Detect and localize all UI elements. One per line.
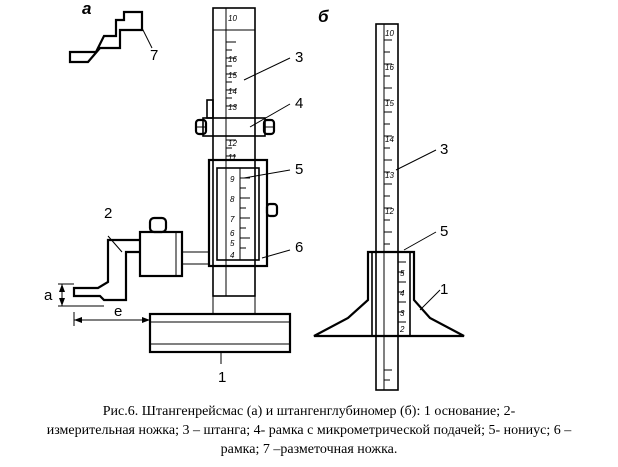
rod-a-mark-12: 12 (228, 139, 237, 148)
vernier-b-5: 5 (400, 269, 405, 278)
callout-b-5: 5 (440, 223, 448, 240)
depth-gauge-base (313, 250, 465, 338)
height-gauge: 10 16 15 14 13 12 11 (44, 7, 292, 364)
callout-a-2: 2 (104, 205, 112, 222)
vernier-a-8: 8 (230, 195, 235, 204)
vernier-a-7: 7 (230, 215, 235, 224)
rod-a-mark-13: 13 (228, 103, 237, 112)
rod-b-mark-top: 10 (385, 29, 394, 38)
dimension-e-label: е (114, 303, 122, 320)
callout-b-3: 3 (440, 141, 448, 158)
subfigure-b-label: б (318, 7, 329, 26)
rod-b-mark-15: 15 (385, 99, 394, 108)
rod-a-mark-14: 14 (228, 87, 237, 96)
rod-b-mark-14: 14 (385, 135, 394, 144)
vernier-a-6: 6 (230, 229, 235, 238)
figure-drawing: а 7 (44, 0, 465, 391)
measuring-foot (72, 216, 209, 302)
caption-line-1: Рис.6. Штангенрейсмас (а) и штангенглуби… (102, 404, 516, 419)
depth-gauge-leaders (395, 149, 441, 311)
callout-a-6: 6 (295, 239, 303, 256)
figure-caption: Рис.6. Штангенрейсмас (а) и штангенглуби… (8, 402, 610, 459)
rod-b-mark-12: 12 (385, 207, 394, 216)
dimension-lines (58, 283, 150, 326)
rod-a-ticks (226, 41, 236, 157)
vernier-a-4: 4 (230, 251, 235, 260)
dimension-a-label: а (44, 287, 53, 304)
vernier-a-5: 5 (230, 239, 235, 248)
callout-a-7: 7 (150, 47, 158, 64)
subfigure-a-label: а (82, 0, 91, 18)
rod-b-mark-16: 16 (385, 63, 394, 72)
rod-a-mark-top: 10 (228, 14, 237, 23)
caption-line-3: рамка; 7 –разметочная ножка. (220, 442, 398, 457)
marking-foot-detail (68, 10, 153, 64)
rod-a-mark-15: 15 (228, 71, 237, 80)
vernier-a-9: 9 (230, 175, 235, 184)
callout-a-4: 4 (295, 95, 303, 112)
rod-b-mark-13: 13 (385, 171, 394, 180)
callout-a-3: 3 (295, 49, 303, 66)
vernier-b-3: 3 (400, 309, 405, 318)
rod-a-mark-16: 16 (228, 55, 237, 64)
caption-line-2: измерительная ножка; 3 – штанга; 4- рамк… (46, 423, 572, 438)
frame-with-vernier (207, 158, 279, 268)
base (148, 296, 292, 364)
vernier-b-4: 4 (400, 289, 405, 298)
callout-a-1: 1 (218, 369, 226, 386)
rod-a-mark-11: 11 (228, 153, 236, 162)
callout-b-1: 1 (440, 281, 448, 298)
depth-gauge (375, 23, 399, 391)
callout-a-5: 5 (295, 161, 303, 178)
vernier-b-2: 2 (399, 325, 405, 334)
fine-feed-frame (194, 99, 276, 137)
